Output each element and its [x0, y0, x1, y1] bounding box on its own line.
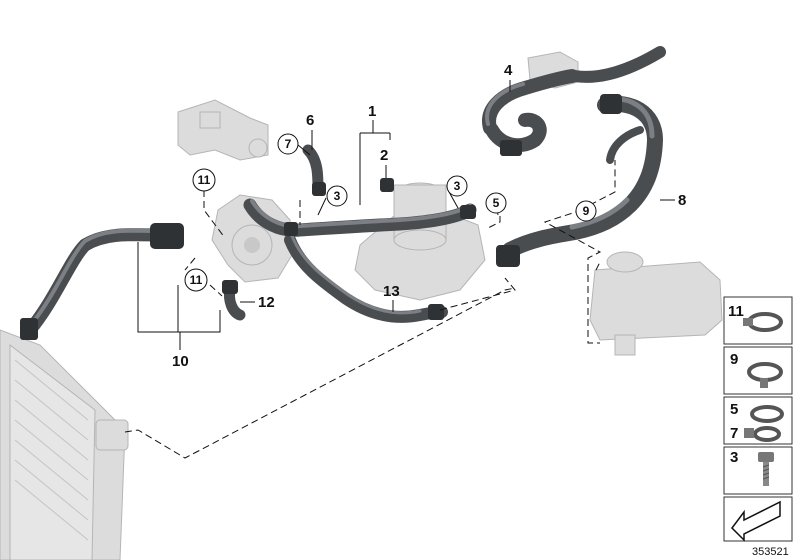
circled-callout-11-top: 11 — [192, 168, 216, 192]
legend-item-worm-clamp: 5 7 — [723, 396, 793, 445]
hose-clamp-connector — [284, 222, 298, 236]
circled-callout-9: 9 — [575, 200, 597, 222]
callout-10: 10 — [172, 353, 189, 370]
bolt-icon — [758, 452, 774, 486]
callout-8: 8 — [678, 192, 686, 209]
svg-text:11: 11 — [198, 173, 211, 187]
legend-item-hose-clamp: 11 — [723, 296, 793, 345]
radiator — [0, 329, 129, 560]
hose-1 — [243, 198, 477, 237]
oil-filter-housing — [354, 182, 486, 301]
hose-clamp-connector — [460, 205, 476, 219]
worm-clamp-icon — [744, 405, 784, 442]
circled-callout-3-right: 3 — [446, 175, 468, 197]
expansion-tank — [589, 251, 723, 356]
legend-arrow-box — [723, 496, 793, 542]
svg-text:3: 3 — [334, 189, 341, 203]
svg-text:7: 7 — [730, 425, 738, 442]
direction-arrow-icon — [731, 500, 781, 542]
thermostat-housing — [177, 99, 269, 161]
hose-8 — [597, 94, 663, 213]
hose-4 — [482, 46, 666, 156]
circled-callout-5: 5 — [485, 192, 507, 214]
svg-text:11: 11 — [728, 303, 744, 320]
svg-text:9: 9 — [730, 351, 738, 368]
callout-6: 6 — [306, 112, 314, 129]
svg-text:9: 9 — [583, 204, 590, 218]
hose-13 — [284, 234, 448, 323]
hose-6 — [302, 144, 326, 196]
hose-9 — [496, 197, 638, 267]
water-pump — [211, 194, 293, 283]
screw-2 — [380, 178, 394, 192]
callout-4: 4 — [504, 62, 513, 79]
callout-2: 2 — [380, 147, 388, 164]
diagram-id: 353521 — [752, 546, 789, 558]
hose-clamp-icon — [743, 312, 783, 332]
circled-callout-11-bottom: 11 — [184, 268, 208, 292]
legend-item-bolt: 3 — [723, 446, 793, 495]
callout-12: 12 — [258, 294, 275, 311]
svg-text:11: 11 — [190, 273, 203, 287]
callout-13: 13 — [383, 283, 400, 300]
svg-text:5: 5 — [730, 401, 738, 418]
legend-item-spring-clamp: 9 — [723, 346, 793, 395]
svg-text:5: 5 — [493, 196, 500, 210]
svg-text:3: 3 — [454, 179, 461, 193]
spring-clamp-icon — [747, 362, 783, 388]
svg-text:7: 7 — [285, 137, 292, 151]
circled-callout-3-left: 3 — [326, 185, 348, 207]
circled-callout-7: 7 — [277, 133, 299, 155]
callout-1: 1 — [368, 103, 376, 120]
svg-text:3: 3 — [730, 449, 738, 466]
hose-12 — [222, 280, 246, 321]
hose-10 — [20, 223, 184, 340]
